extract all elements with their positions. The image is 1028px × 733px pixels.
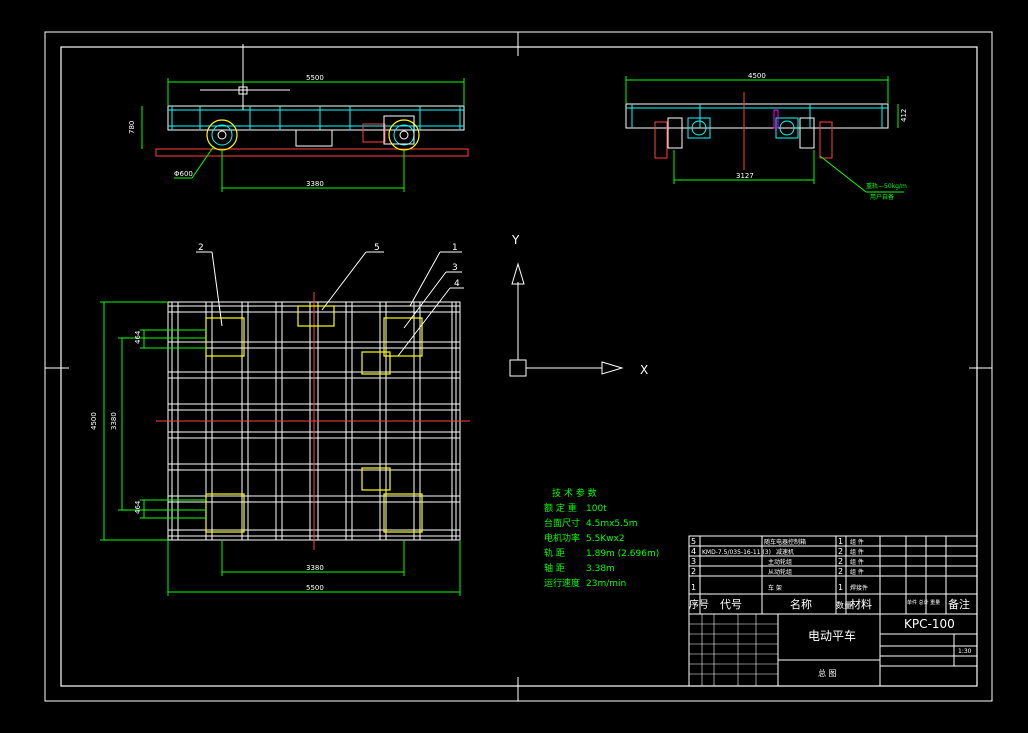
end-rail-note: 重轨—50kg/m [866, 182, 907, 190]
plan-length-dim: 5500 [306, 584, 324, 592]
tech-label-1: 台面尺寸 [544, 517, 580, 529]
tech-value-0: 100t [586, 504, 607, 514]
tech-label-0: 额 定 重 [544, 502, 577, 514]
inner-border [60, 46, 978, 687]
assembly-label: 总 图 [818, 668, 837, 678]
balloon-5: 5 [374, 243, 380, 253]
tech-value-1: 4.5mx5.5m [586, 519, 638, 529]
tech-params: 技 术 参 数 额 定 重 100t 台面尺寸 4.5mx5.5m 电机功率 5… [544, 487, 659, 589]
center-marks [45, 32, 992, 701]
balloon-3: 3 [452, 263, 458, 273]
end-view: 4500 412 3127 重轨—50kg/m 用户自备 [625, 72, 908, 201]
end-width-dim: 4500 [748, 72, 766, 80]
product-name: 电动平车 [808, 628, 856, 643]
tech-label-2: 电机功率 [544, 532, 580, 544]
tech-params-title: 技 术 参 数 [552, 487, 597, 499]
tech-value-4: 3.38m [586, 564, 615, 574]
side-wheelbase-dim: 3380 [306, 180, 324, 188]
scale: 1:30 [958, 648, 972, 655]
tech-label-5: 运行速度 [544, 577, 580, 589]
header-no: 序号 [689, 598, 709, 611]
part-name-1: 减速机 [776, 548, 794, 556]
side-view: 5500 780 3380 Φ600 [128, 44, 469, 192]
end-rail-note2: 用户自备 [870, 193, 894, 201]
side-height-dim: 780 [128, 121, 136, 134]
header-remark: 备注 [948, 597, 970, 611]
header-name: 名称 [790, 597, 812, 611]
part-code-1: KMD-7.5/035-16-11 (3) [702, 549, 771, 556]
part-no-3: 2 [691, 567, 696, 576]
part-qty-4: 1 [838, 583, 843, 592]
tech-value-3: 1.89m (2.696m) [586, 549, 659, 559]
tech-label-3: 轨 距 [544, 547, 565, 559]
plan-width-dim: 4500 [90, 412, 98, 430]
part-no-4: 1 [691, 583, 696, 592]
plan-inner-dim: 3380 [110, 412, 118, 430]
end-height-dim: 412 [900, 109, 908, 122]
axis-y-label: Y [511, 233, 520, 247]
end-gauge-dim: 3127 [736, 172, 754, 180]
part-name-2: 主动轮组 [768, 558, 792, 566]
part-name-3: 从动轮组 [768, 568, 792, 576]
plan-wheelbase-dim: 3380 [306, 564, 324, 572]
tech-value-5: 23m/min [586, 579, 626, 589]
header-material: 材料 [850, 597, 872, 611]
axis-x-label: X [640, 363, 648, 377]
part-qty-3: 2 [838, 567, 843, 576]
ucs-axes [509, 262, 624, 377]
part-qty-0: 1 [838, 537, 843, 546]
side-wheel-dim: Φ600 [174, 170, 193, 178]
title-block [688, 535, 978, 687]
header-weight: 单件 总计 重量 [907, 599, 940, 606]
plan-wheel-dim-bottom: 464 [134, 500, 142, 514]
side-length-dim: 5500 [306, 74, 324, 82]
header-code: 代号 [720, 598, 742, 611]
balloon-4: 4 [454, 279, 460, 289]
tech-label-4: 轴 距 [544, 562, 565, 574]
part-qty-1: 2 [838, 547, 843, 556]
part-material-3: 组 件 [850, 568, 864, 576]
plan-wheel-dim-top: 464 [134, 330, 142, 344]
part-no-0: 5 [691, 537, 696, 546]
part-qty-2: 2 [838, 557, 843, 566]
part-material-4: 焊接件 [850, 584, 868, 592]
plan-view: 2 5 1 3 4 4500 3380 464 464 3380 [90, 243, 470, 596]
part-material-1: 组 件 [850, 548, 864, 556]
tech-value-2: 5.5Kwx2 [586, 534, 625, 544]
drawing-no: KPC-100 [904, 617, 955, 631]
part-name-0: 随车电器控制箱 [764, 538, 806, 546]
part-no-2: 3 [691, 557, 696, 566]
part-material-0: 组 件 [850, 538, 864, 546]
balloon-2: 2 [198, 243, 204, 253]
balloon-1: 1 [452, 243, 458, 253]
part-name-4: 车 架 [768, 584, 782, 592]
part-no-1: 4 [691, 547, 696, 556]
part-material-2: 组 件 [850, 558, 864, 566]
parts-list: 5 随车电器控制箱 1 组 件 4 KMD-7.5/035-16-11 (3) … [689, 537, 972, 678]
header-qty: 数量 [836, 600, 852, 610]
